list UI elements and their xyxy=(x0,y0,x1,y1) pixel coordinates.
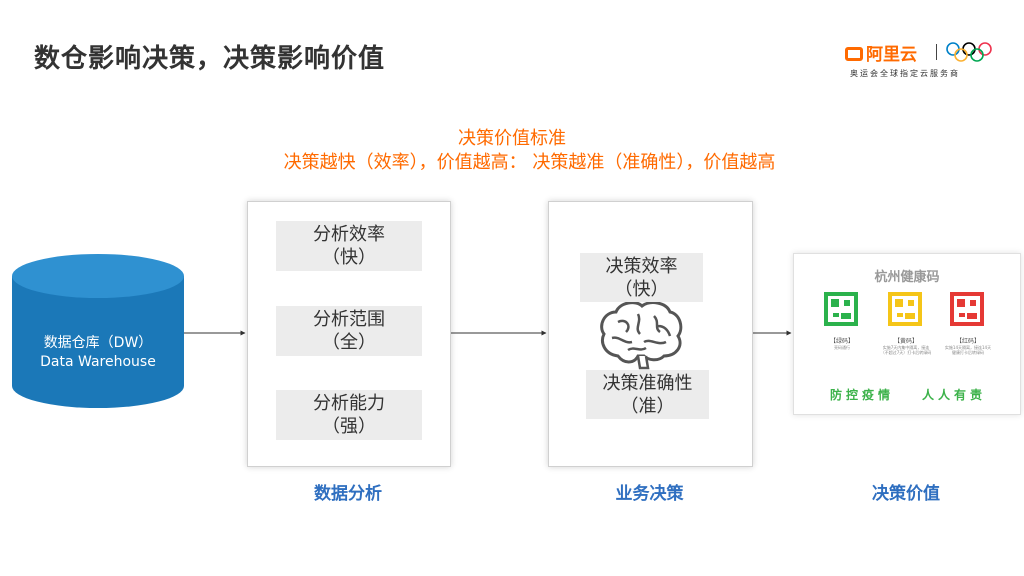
qr-code-icon xyxy=(824,292,858,326)
warehouse-label-en: Data Warehouse xyxy=(40,354,156,370)
slogan-right: 人人有责 xyxy=(922,388,987,402)
analysis-item-sub: （强） xyxy=(322,416,376,437)
code-desc: （不超过7天）打卡后转绿码 xyxy=(880,350,932,355)
standard-heading: 决策价值标准 xyxy=(458,128,566,149)
code-desc: 实施7天内集中隔离，接连 xyxy=(882,345,930,350)
decision-item-sub: （准） xyxy=(620,395,675,417)
code-desc: 实施14天隔离，接连14天 xyxy=(944,345,992,350)
analysis-item-scope: 分析范围 （全） xyxy=(276,306,422,356)
decision-item-sub: （快） xyxy=(614,278,669,300)
analysis-item-title: 分析能力 xyxy=(313,393,385,414)
qr-code-icon xyxy=(950,292,984,326)
logo-brand: 阿里云 xyxy=(845,40,917,65)
analysis-caption: 数据分析 xyxy=(314,484,382,504)
decision-item-efficiency: 决策效率 （快） xyxy=(580,253,703,302)
green-code xyxy=(824,292,860,326)
qr-code-icon xyxy=(888,292,922,326)
warehouse-label-cn: 数据仓库（DW） xyxy=(43,335,153,351)
logo-divider xyxy=(936,44,937,60)
value-caption: 决策价值 xyxy=(872,484,940,504)
decision-item-accuracy: 决策准确性 （准） xyxy=(586,370,709,419)
analysis-item-sub: （快） xyxy=(322,247,376,268)
code-desc: 亮码通行 xyxy=(834,345,850,350)
code-label: 【红码】 xyxy=(955,338,980,345)
data-warehouse-cylinder xyxy=(12,254,184,408)
aliyun-logo-icon xyxy=(845,47,863,61)
aliyun-logo: 阿里云 奥运会全球指定云服务商 xyxy=(845,40,1005,86)
standard-description: 决策越快（效率），价值越高： 决策越准（准确性），价值越高 xyxy=(283,152,776,173)
slogan-left: 防控疫情 xyxy=(830,388,895,402)
yellow-code-text: 【黄码】 实施7天内集中隔离，接连 （不超过7天）打卡后转绿码 xyxy=(874,336,938,355)
health-code-title: 杭州健康码 xyxy=(874,270,940,285)
yellow-code xyxy=(888,292,924,326)
red-code xyxy=(950,292,986,326)
analysis-item-sub: （全） xyxy=(322,332,376,353)
logo-brand-text: 阿里云 xyxy=(866,45,917,65)
health-code-card: 杭州健康码 【绿码】 亮码通行 【黄码】 实施7天内集中隔离，接连 （不超过7天… xyxy=(793,253,1021,415)
code-desc: 健康打卡后转绿码 xyxy=(952,350,984,355)
slide-title: 数仓影响决策，决策影响价值 xyxy=(34,44,386,74)
warehouse-label: 数据仓库（DW） Data Warehouse xyxy=(20,334,176,372)
olympic-rings-icon xyxy=(946,42,992,62)
code-label: 【黄码】 xyxy=(893,338,918,345)
decision-item-title: 决策准确性 xyxy=(602,372,693,394)
logo-subtitle: 奥运会全球指定云服务商 xyxy=(850,69,960,78)
analysis-item-efficiency: 分析效率 （快） xyxy=(276,221,422,271)
analysis-item-title: 分析效率 xyxy=(313,224,385,245)
analysis-item-title: 分析范围 xyxy=(313,309,385,330)
analysis-item-capability: 分析能力 （强） xyxy=(276,390,422,440)
green-code-text: 【绿码】 亮码通行 xyxy=(814,336,870,350)
code-label: 【绿码】 xyxy=(829,338,854,345)
red-code-text: 【红码】 实施14天隔离，接连14天 健康打卡后转绿码 xyxy=(936,336,1000,355)
decision-item-title: 决策效率 xyxy=(605,255,678,277)
decision-caption: 业务决策 xyxy=(615,484,684,504)
brain-icon xyxy=(600,301,683,370)
